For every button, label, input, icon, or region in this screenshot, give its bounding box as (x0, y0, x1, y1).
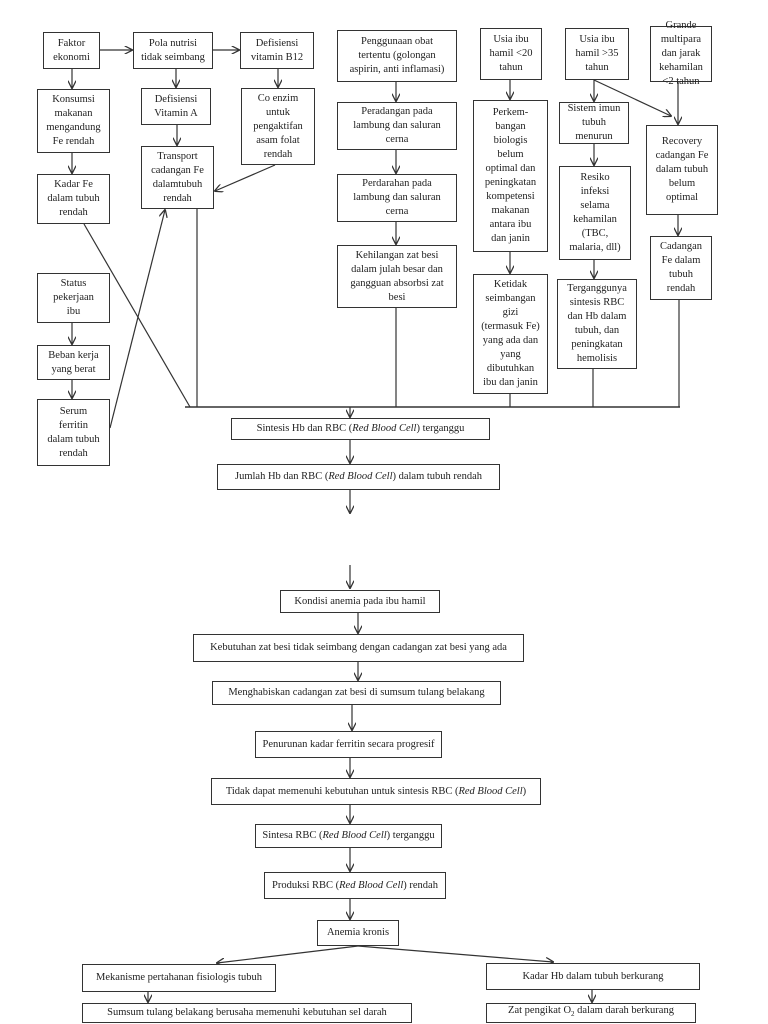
box-label: Beban kerja yang berat (48, 349, 99, 375)
box-grande: Grande multipara dan jarak kehamilan <2 … (650, 20, 712, 87)
text: Sintesis Hb dan RBC ( (256, 423, 353, 434)
box-label: Kebutuhan zat besi tidak seimbang dengan… (210, 642, 507, 653)
box-serum: Serum ferritin dalam tubuh rendah (37, 399, 110, 466)
box-faktor-ekonomi: Faktor ekonomi (43, 32, 100, 69)
box-kebutuhan: Kebutuhan zat besi tidak seimbang dengan… (193, 634, 524, 662)
box-recovery: Recovery cadangan Fe dalam tubuh belum o… (646, 125, 718, 215)
text: dalam darah berkurang (574, 1005, 674, 1017)
box-label: Produksi RBC (Red Blood Cell) rendah (272, 879, 438, 893)
box-label: Sintesis Hb dan RBC (Red Blood Cell) ter… (257, 422, 465, 436)
box-label: Perdarahan pada lambung dan saluran cern… (353, 178, 441, 217)
box-penurunan: Penurunan kadar ferritin secara progresi… (255, 731, 442, 758)
box-label: Sistem imun tubuh menurun (567, 103, 621, 142)
text: ) terganggu (416, 423, 465, 434)
box-kadar-hb: Kadar Hb dalam tubuh berkurang (486, 963, 700, 990)
text-italic: Red Blood Cell (352, 423, 417, 434)
box-label: Jumlah Hb dan RBC (Red Blood Cell) dalam… (235, 470, 482, 484)
box-label: Tidak dapat memenuhi kebutuhan untuk sin… (226, 785, 526, 799)
box-label: Sintesa RBC (Red Blood Cell) terganggu (262, 829, 434, 843)
box-kehilangan: Kehilangan zat besi dalam julah besar da… (337, 245, 457, 308)
box-peradangan: Peradangan pada lambung dan saluran cern… (337, 102, 457, 150)
box-label: Zat pengikat O2 dalam darah berkurang (508, 1004, 674, 1021)
box-label: Defisiensi Vitamin A (154, 93, 198, 119)
box-jumlah: Jumlah Hb dan RBC (Red Blood Cell) dalam… (217, 464, 500, 490)
box-label: Anemia kronis (326, 927, 390, 938)
box-label: Kadar Hb dalam tubuh berkurang (522, 970, 664, 982)
box-ketidak: Ketidak seimbangan gizi (termasuk Fe) ya… (473, 274, 548, 394)
box-produksi: Produksi RBC (Red Blood Cell) rendah (264, 872, 446, 899)
box-perdarahan: Perdarahan pada lambung dan saluran cern… (337, 174, 457, 222)
box-konsumsi: Konsumsi makanan mengandung Fe rendah (37, 89, 110, 153)
box-label: Mekanisme pertahanan fisiologis tubuh (96, 972, 262, 983)
text: Jumlah Hb dan RBC ( (234, 471, 329, 482)
box-label: Co enzim untuk pengaktifan asam folat re… (253, 92, 303, 160)
box-label: Kadar Fe dalam tubuh rendah (47, 179, 100, 218)
text-italic: Red Blood Cell (339, 879, 404, 891)
box-label: Ketidak seimbangan gizi (termasuk Fe) ya… (481, 279, 540, 388)
text: Tidak dapat memenuhi kebutuhan untuk sin… (225, 785, 459, 797)
box-label: Penurunan kadar ferritin secara progresi… (262, 738, 435, 750)
box-label: Recovery cadangan Fe dalam tubuh belum o… (655, 136, 709, 203)
box-perkembangan: Perkem- bangan biologis belum optimal da… (473, 100, 548, 252)
box-kondisi: Kondisi anemia pada ibu hamil (280, 590, 440, 613)
text-italic: Red Blood Cell (322, 830, 387, 841)
box-mekanisme: Mekanisme pertahanan fisiologis tubuh (82, 964, 276, 992)
text-italic: Red Blood Cell (328, 471, 393, 482)
box-label: Usia ibu hamil >35 tahun (575, 34, 619, 73)
box-label: Transport cadangan Fe dalamtubuh rendah (151, 150, 204, 204)
box-beban: Beban kerja yang berat (37, 345, 110, 380)
text: ) rendah (403, 879, 438, 891)
box-co-enzim: Co enzim untuk pengaktifan asam folat re… (241, 88, 315, 165)
box-anemia-kronis: Anemia kronis (317, 920, 399, 946)
text: ) terganggu (386, 830, 435, 841)
box-label: Kondisi anemia pada ibu hamil (294, 595, 426, 607)
box-label: Grande multipara dan jarak kehamilan <2 … (659, 20, 703, 87)
box-label: Sumsum tulang belakang berusaha memenuhi… (107, 1007, 387, 1018)
box-zat-pengikat: Zat pengikat O2 dalam darah berkurang (486, 1003, 696, 1023)
box-resiko: Resiko infeksi selama kehamilan (TBC, ma… (559, 166, 631, 260)
box-label: Resiko infeksi selama kehamilan (TBC, ma… (569, 172, 621, 253)
text: ) (522, 785, 527, 797)
box-label: Usia ibu hamil <20 tahun (489, 34, 533, 73)
text: ) dalam tubuh rendah (392, 471, 482, 482)
box-sumsum: Sumsum tulang belakang berusaha memenuhi… (82, 1003, 412, 1023)
box-label: Faktor ekonomi (53, 37, 90, 63)
box-label: Konsumsi makanan mengandung Fe rendah (46, 94, 101, 147)
box-obat: Penggunaan obat tertentu (golongan aspir… (337, 30, 457, 82)
box-label: Terganggunya sintesis RBC dan Hb dalam t… (567, 283, 627, 364)
box-defisiensi-a: Defisiensi Vitamin A (141, 88, 211, 125)
box-label: Pola nutrisi tidak seimbang (141, 37, 205, 63)
box-pola-nutrisi: Pola nutrisi tidak seimbang (133, 32, 213, 69)
box-label: Cadangan Fe dalam tubuh rendah (660, 241, 702, 294)
text: Sintesa RBC ( (262, 830, 323, 841)
subscript: 2 (571, 1010, 575, 1019)
box-sintesis: Sintesis Hb dan RBC (Red Blood Cell) ter… (231, 418, 490, 440)
box-sintesa: Sintesa RBC (Red Blood Cell) terganggu (255, 824, 442, 848)
box-label: Serum ferritin dalam tubuh rendah (47, 405, 100, 459)
text: Zat pengikat O (508, 1005, 572, 1017)
box-label: Defisiensi vitamin B12 (250, 37, 304, 63)
box-usia-20: Usia ibu hamil <20 tahun (480, 28, 542, 80)
box-kadar-fe: Kadar Fe dalam tubuh rendah (37, 174, 110, 224)
box-cadangan: Cadangan Fe dalam tubuh rendah (650, 236, 712, 300)
box-label: Perkem- bangan biologis belum optimal da… (484, 107, 537, 244)
text-italic: Red Blood Cell (458, 785, 523, 797)
box-usia-35: Usia ibu hamil >35 tahun (565, 28, 629, 80)
text: Produksi RBC ( (272, 879, 340, 891)
box-label: Penggunaan obat tertentu (golongan aspir… (349, 36, 445, 75)
box-menghabiskan: Menghabiskan cadangan zat besi di sumsum… (212, 681, 501, 705)
box-status: Status pekerjaan ibu (37, 273, 110, 323)
box-tidak-dapat: Tidak dapat memenuhi kebutuhan untuk sin… (211, 778, 541, 805)
box-label: Status pekerjaan ibu (53, 278, 94, 317)
box-label: Menghabiskan cadangan zat besi di sumsum… (228, 687, 485, 698)
box-terganggunya: Terganggunya sintesis RBC dan Hb dalam t… (557, 279, 637, 369)
box-label: Peradangan pada lambung dan saluran cern… (353, 106, 441, 145)
box-transport: Transport cadangan Fe dalamtubuh rendah (141, 146, 214, 209)
box-defisiensi-b12: Defisiensi vitamin B12 (240, 32, 314, 69)
box-label: Kehilangan zat besi dalam julah besar da… (350, 249, 444, 303)
box-imun: Sistem imun tubuh menurun (559, 102, 629, 144)
